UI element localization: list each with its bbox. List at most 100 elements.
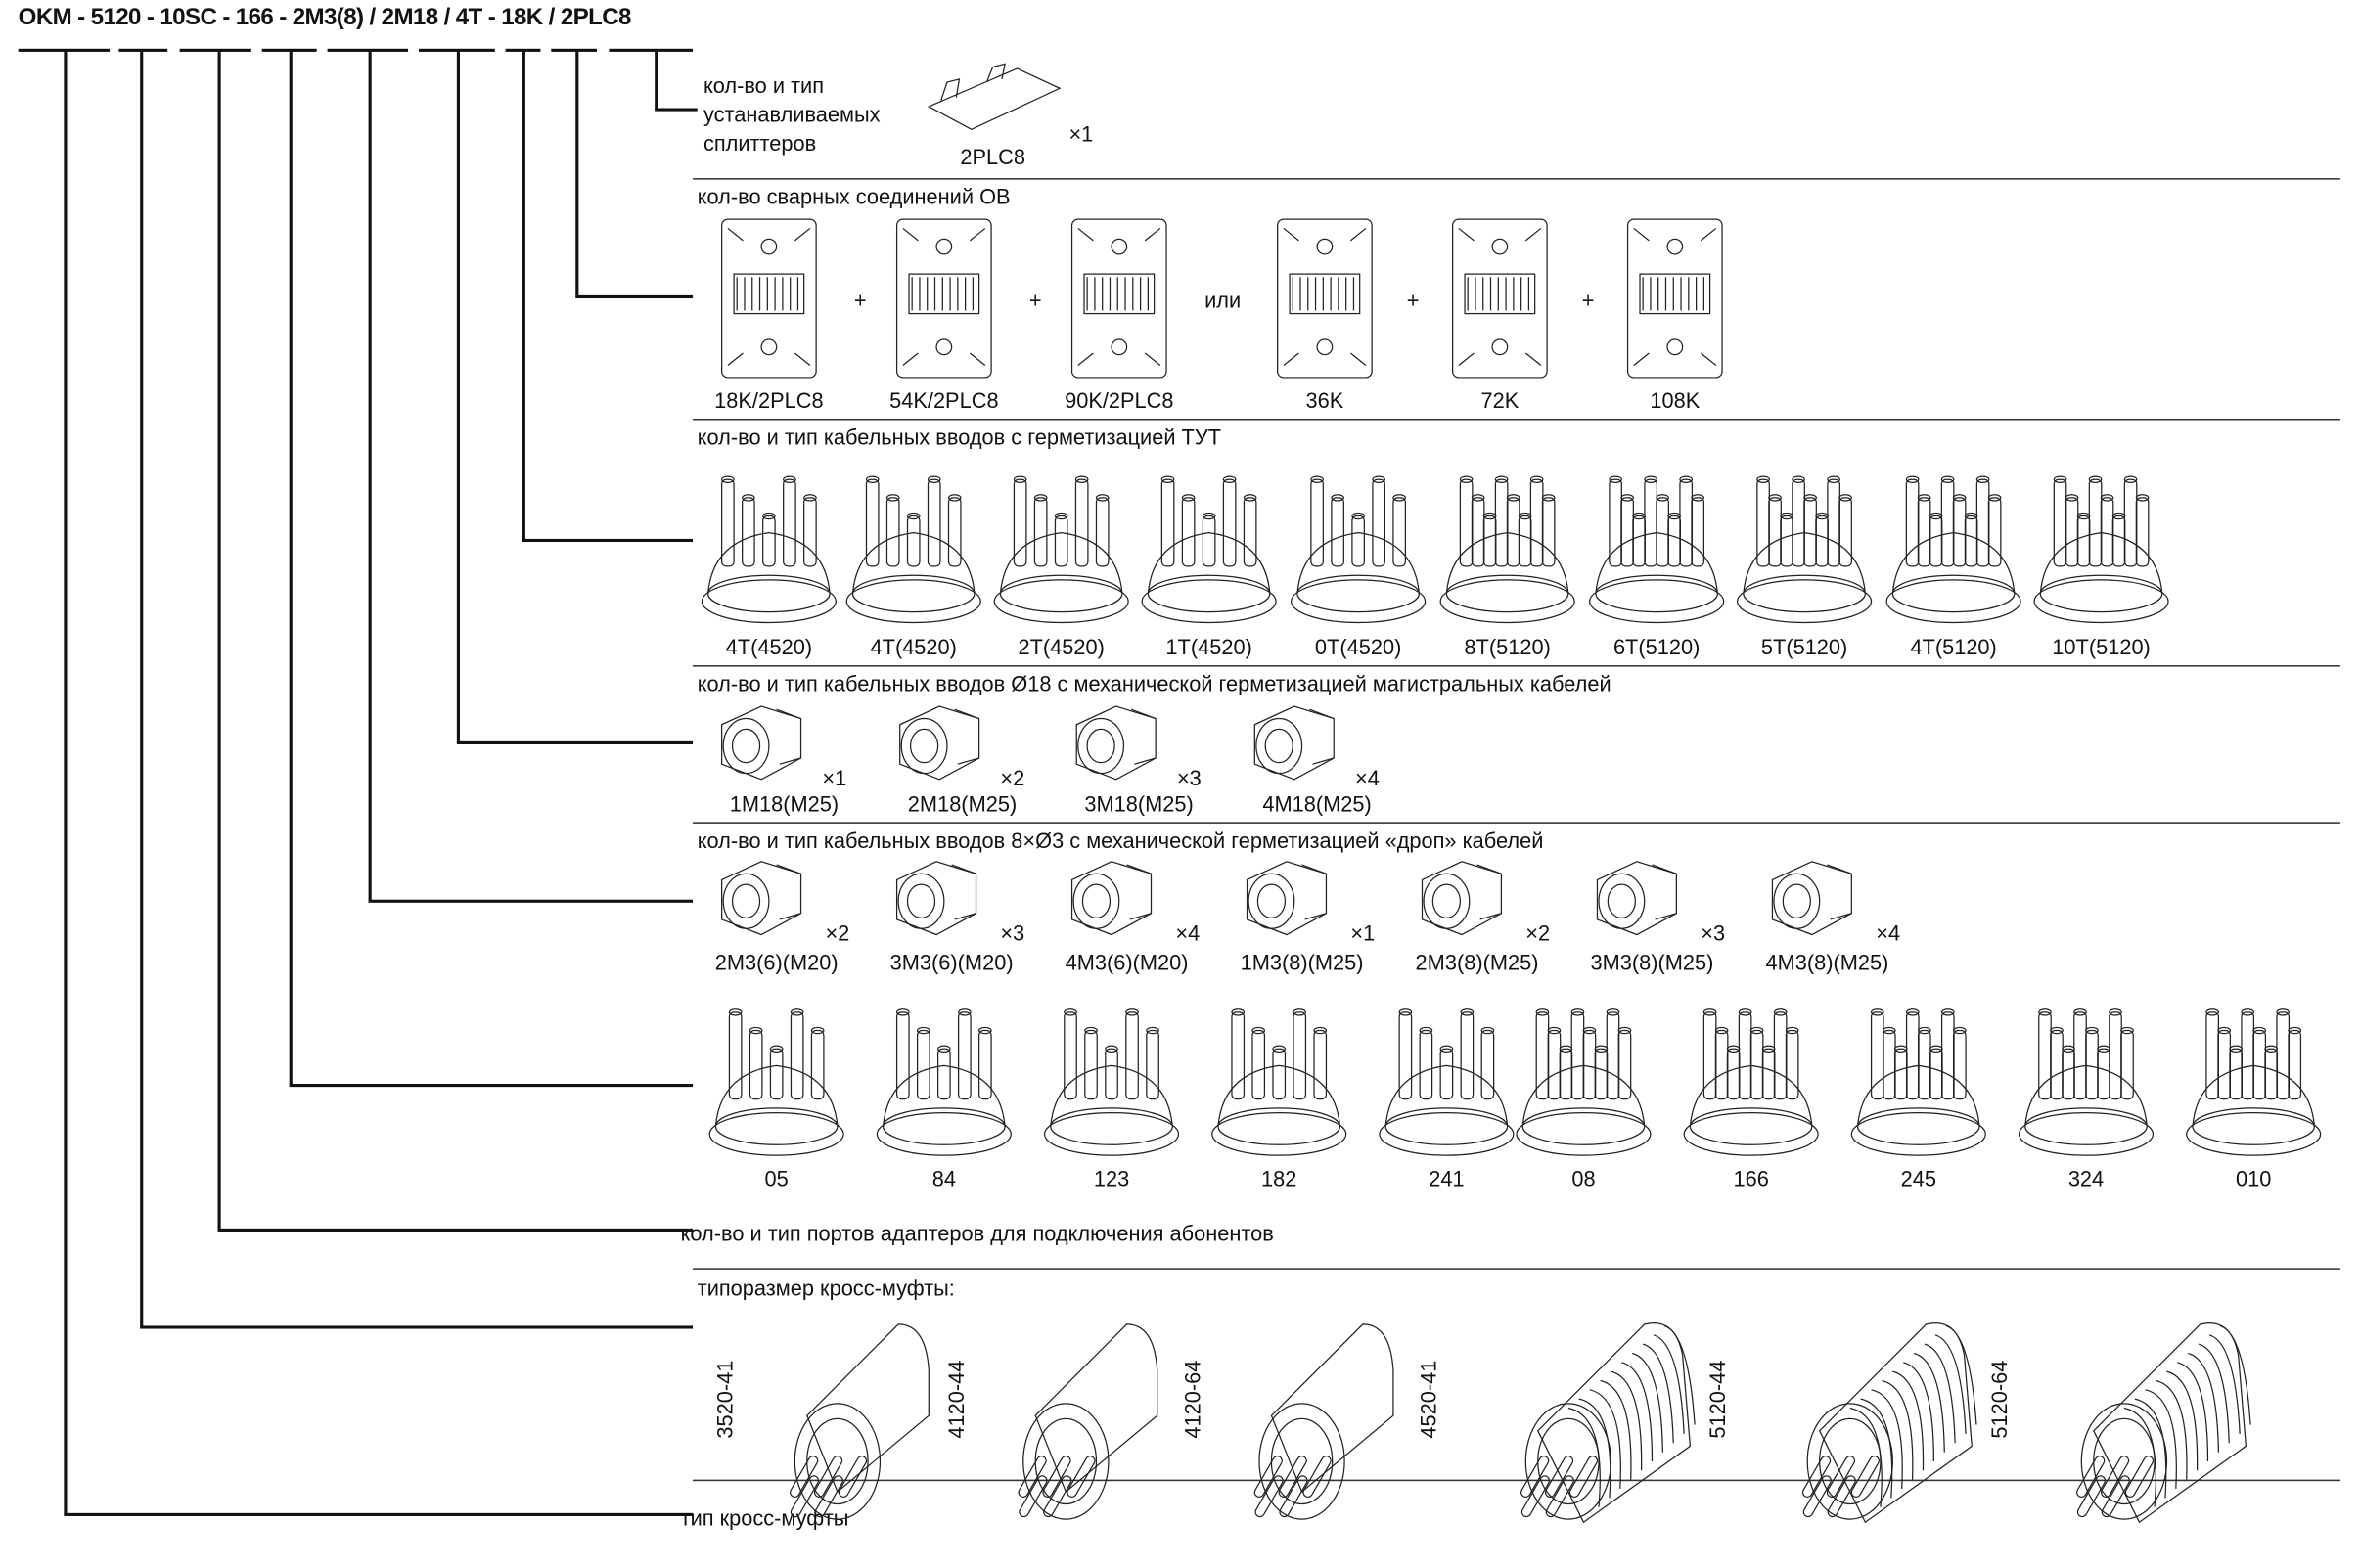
m18-multiplier: ×2 (1000, 765, 1025, 790)
m18-label: 4M18(M25) (1262, 791, 1372, 817)
splice-separator: + (1581, 288, 1595, 313)
drop-gland-image (721, 861, 802, 936)
port-config-label: 166 (1733, 1166, 1769, 1190)
tut-title: кол-во и тип кабельных вводов с герметиз… (697, 425, 1222, 450)
m18-label: 1M18(M25) (729, 791, 840, 817)
splice-separator: + (1028, 288, 1042, 313)
leader-line (655, 50, 658, 111)
tut-dome-image (701, 475, 837, 624)
drop-multiplier: ×4 (1175, 920, 1201, 946)
closure-image (1801, 1322, 1977, 1524)
leader-line (456, 50, 460, 743)
tut-entry-label: 2T(4520) (1018, 634, 1105, 659)
closure-size-label: 4120-44 (943, 1360, 969, 1439)
port-config-image (1683, 1008, 1819, 1156)
drop-label: 4M3(6)(M20) (1065, 950, 1189, 974)
leader-line (217, 1228, 694, 1232)
leader-line (140, 50, 143, 1328)
splice-cassette-image (1070, 218, 1167, 379)
section-divider (693, 418, 2340, 422)
port-config-label: 241 (1429, 1166, 1465, 1190)
splice-separator: + (1406, 288, 1420, 313)
drop-label: 3M3(8)(M25) (1590, 950, 1714, 974)
splitter-title-line: кол-во и тип (703, 72, 825, 98)
port-config-label: 05 (764, 1166, 789, 1190)
drop-label: 4M3(8)(M25) (1765, 950, 1889, 974)
port-config-label: 245 (1900, 1166, 1936, 1190)
leader-line (575, 50, 578, 297)
port-config-label: 84 (931, 1166, 956, 1190)
port-config-label: 324 (2067, 1166, 2105, 1190)
adapter-ports-title: кол-во и тип портов адаптеров для подклю… (680, 1221, 1274, 1245)
closure-image (1018, 1323, 1158, 1520)
tut-dome-image (1291, 475, 1427, 624)
m18-multiplier: ×3 (1176, 765, 1202, 790)
drop-title: кол-во и тип кабельных вводов 8×Ø3 с мех… (697, 828, 1544, 853)
leader-line (575, 294, 694, 299)
splitter-image (927, 63, 1062, 130)
section-divider (693, 665, 2340, 668)
drop-multiplier: ×1 (1350, 920, 1376, 946)
splice-separator: + (853, 288, 867, 313)
leader-line (368, 899, 694, 903)
splice-cassette-label: 54K/2PLC8 (889, 387, 999, 413)
tut-entry-label: 4T(4520) (725, 634, 813, 659)
drop-multiplier: ×2 (1525, 920, 1551, 946)
drop-label: 2M3(6)(M20) (714, 950, 839, 974)
code-underline (179, 48, 251, 52)
closure-size-title: типоразмер кросс-муфты: (697, 1276, 955, 1300)
closure-size-label: 3520-41 (712, 1360, 738, 1439)
m18-gland-image (899, 705, 980, 781)
leader-line (289, 1084, 694, 1088)
drop-multiplier: ×2 (825, 920, 850, 946)
tut-entry-label: 8T(5120) (1464, 634, 1551, 659)
port-config-image (1850, 1008, 1986, 1156)
m18-title: кол-во и тип кабельных вводов Ø18 с меха… (697, 671, 1611, 696)
leader-line (456, 740, 694, 744)
drop-gland-image (1596, 861, 1677, 936)
port-config-image (2186, 1008, 2322, 1156)
port-config-label: 08 (1571, 1166, 1596, 1190)
tut-dome-image (845, 475, 981, 624)
drop-gland-image (1070, 861, 1153, 936)
section-divider (693, 822, 2340, 825)
port-config-image (1379, 1008, 1515, 1156)
code-underline (551, 48, 598, 52)
tut-dome-image (1737, 475, 1873, 624)
leader-line (64, 50, 67, 1515)
closure-size-label: 4120-64 (1180, 1360, 1204, 1439)
tut-dome-image (1589, 475, 1725, 624)
tut-entry-label: 4T(5120) (1910, 634, 1997, 659)
leader-line (140, 1325, 694, 1329)
splice-cassette-label: 72K (1480, 387, 1520, 413)
port-config-image (1043, 1008, 1180, 1156)
code-underline (118, 48, 168, 52)
splitter-multiplier: ×1 (1068, 121, 1094, 147)
port-config-label: 123 (1093, 1166, 1130, 1190)
splice-cassette-image (1277, 218, 1373, 379)
closure-image (1520, 1322, 1696, 1524)
m18-multiplier: ×4 (1355, 765, 1380, 790)
port-config-label: 182 (1261, 1166, 1297, 1190)
drop-label: 3M3(6)(M20) (889, 950, 1014, 974)
closure-size-label: 5120-44 (1704, 1360, 1730, 1439)
splices-title: кол-во сварных соединений ОВ (697, 184, 1011, 209)
tut-entry-label: 6T(5120) (1612, 634, 1701, 659)
leader-line (217, 50, 221, 1231)
leader-line (368, 50, 372, 902)
m18-gland-image (1253, 705, 1335, 781)
section-divider (693, 1268, 2340, 1271)
tut-entry-label: 5T(5120) (1760, 634, 1848, 659)
drop-label: 2M3(8)(M25) (1415, 950, 1539, 974)
splice-cassette-label: 108K (1650, 387, 1701, 413)
m18-label: 3M18(M25) (1084, 791, 1194, 817)
port-config-label: 010 (2236, 1166, 2272, 1190)
ordering-code: OKM - 5120 - 10SC - 166 - 2M3(8) / 2M18 … (18, 4, 632, 31)
section-divider (693, 178, 2340, 181)
drop-multiplier: ×3 (1000, 920, 1025, 946)
m18-label: 2M18(M25) (907, 791, 1018, 817)
leader-line (655, 108, 698, 112)
leader-line (522, 538, 694, 543)
splice-cassette-image (895, 218, 992, 379)
